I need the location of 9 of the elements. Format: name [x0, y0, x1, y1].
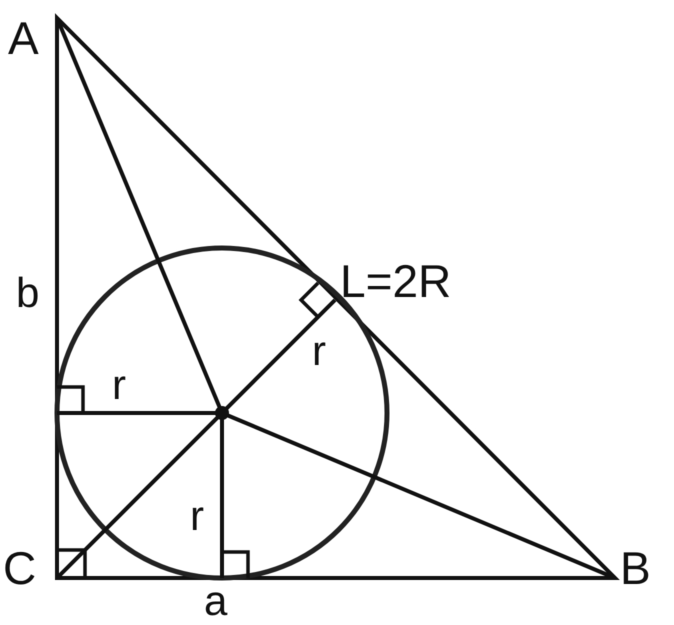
radius-label: r	[112, 364, 126, 406]
vertex-label: A	[8, 15, 39, 61]
vertex-label: C	[3, 545, 36, 591]
vertex-label: B	[620, 545, 651, 591]
side-label: b	[16, 272, 40, 314]
radius-label: r	[312, 330, 326, 372]
radius-label: r	[190, 495, 204, 537]
side-label: a	[204, 580, 228, 622]
point-label: L=2R	[340, 258, 452, 304]
